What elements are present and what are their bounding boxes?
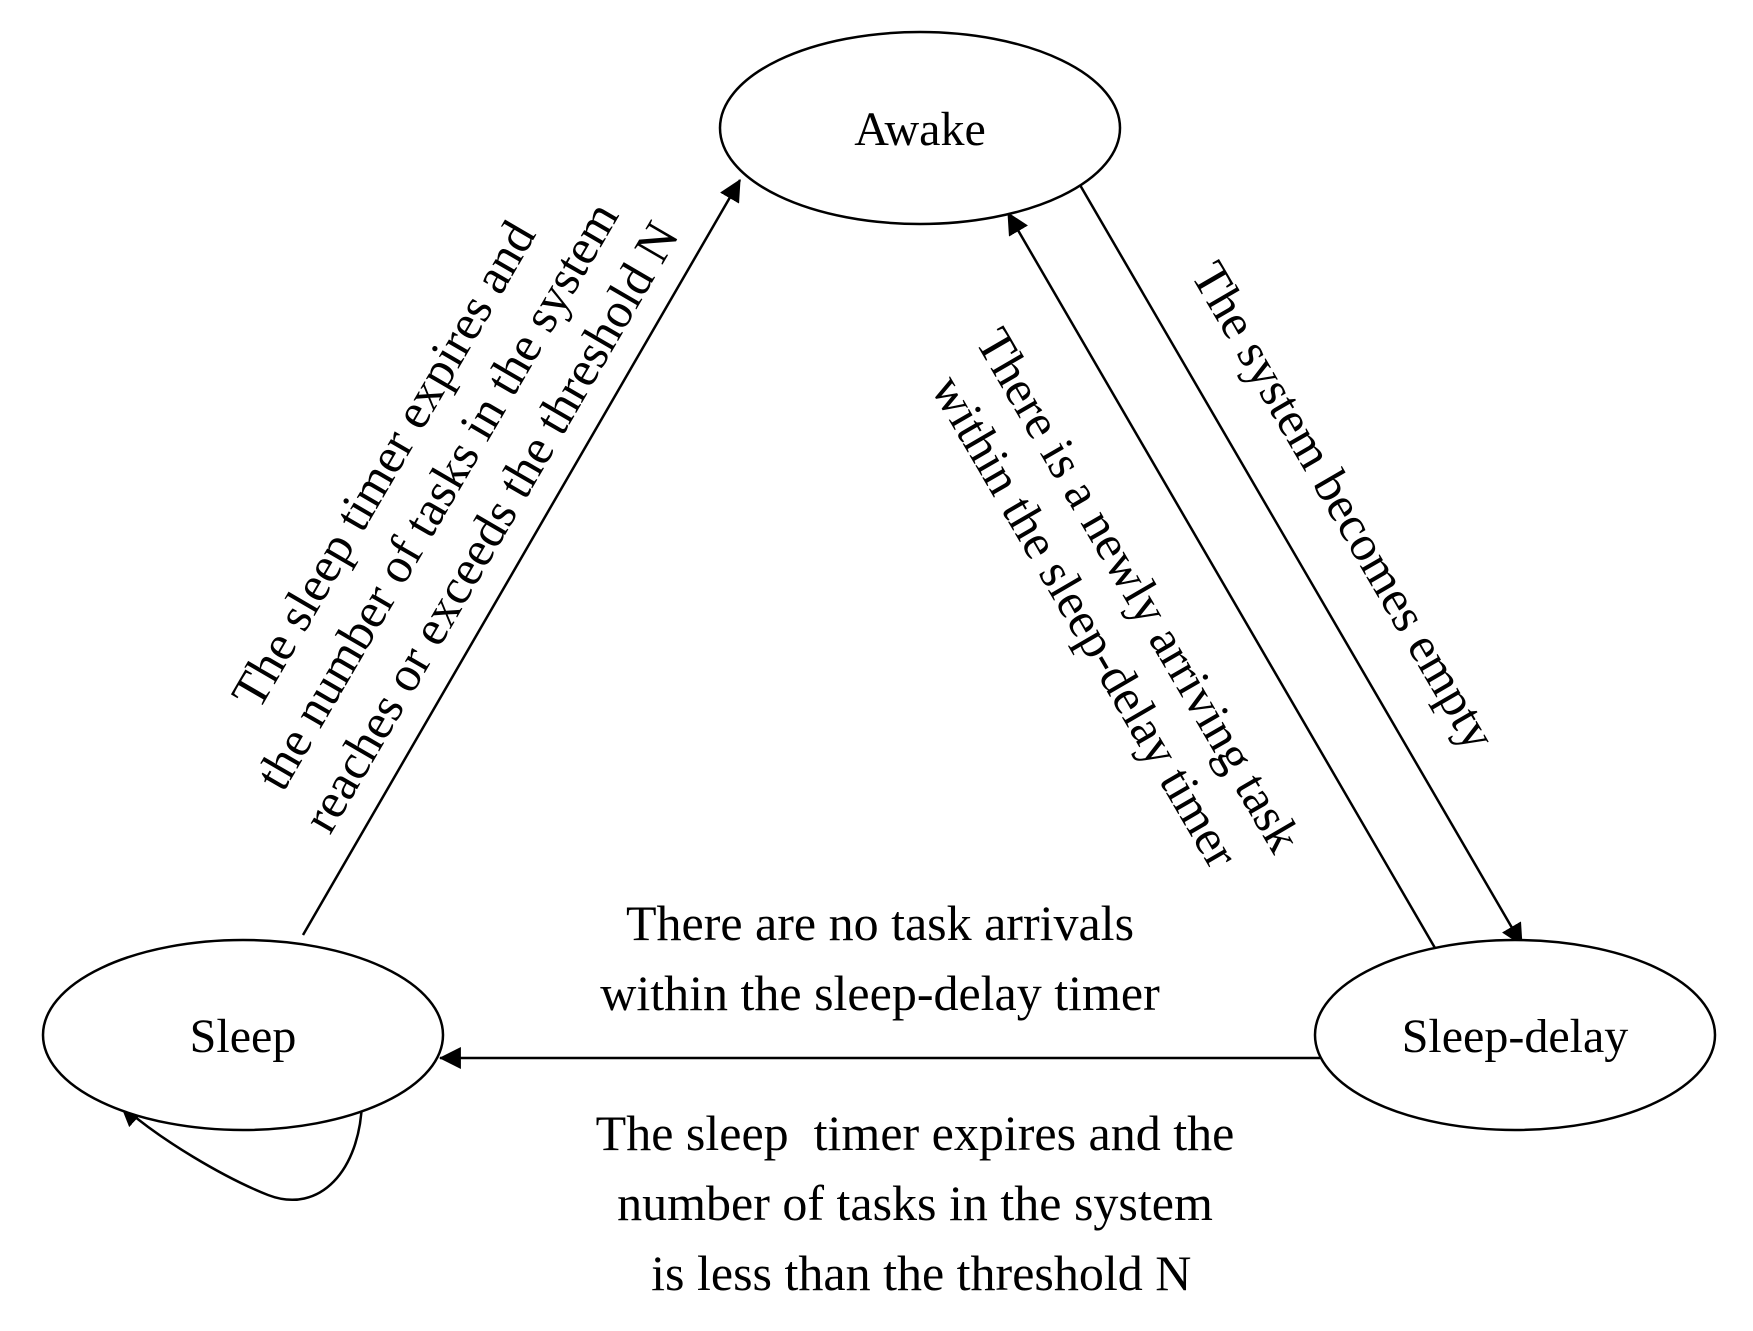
edge-label-sleep-delay-to-sleep: There are no task arrivals within the sl… xyxy=(600,895,1160,1021)
edge-label-sleep-delay-to-sleep-line-2: within the sleep-delay timer xyxy=(600,965,1160,1021)
edge-label-sleep-self-loop-line-2: number of tasks in the system xyxy=(617,1175,1213,1231)
node-sleep-delay[interactable]: Sleep-delay xyxy=(1313,938,1717,1132)
edge-sleep-delay-to-awake xyxy=(1006,212,1437,949)
node-awake-shape xyxy=(718,30,1122,226)
node-sleep-delay-label: Sleep-delay xyxy=(1402,1010,1629,1063)
edge-label-sleep-to-awake-line-2: the number of tasks in the system xyxy=(244,192,629,799)
node-sleep[interactable]: Sleep xyxy=(41,938,445,1132)
edge-label-sleep-delay-to-sleep-line-1: There are no task arrivals xyxy=(626,895,1134,951)
edge-label-awake-to-sleep-delay: The system becomes empty xyxy=(1181,252,1508,759)
edge-label-sleep-delay-to-awake: There is a newly arriving task within th… xyxy=(921,318,1314,877)
edge-label-sleep-self-loop: The sleep timer expires and the number o… xyxy=(596,1105,1235,1301)
node-sleep-shape xyxy=(41,938,445,1132)
edge-label-sleep-self-loop-line-1: The sleep timer expires and the xyxy=(596,1105,1235,1161)
edge-awake-to-sleep-delay xyxy=(1078,184,1524,946)
node-awake[interactable]: Awake xyxy=(718,30,1122,226)
node-sleep-delay-shape xyxy=(1313,938,1717,1132)
node-awake-label: Awake xyxy=(854,103,986,156)
edge-label-awake-to-sleep-delay-line-1: The system becomes empty xyxy=(1181,252,1508,759)
node-sleep-label: Sleep xyxy=(190,1010,297,1063)
edge-sleep-self-loop xyxy=(120,1101,364,1201)
edge-label-sleep-to-awake: The sleep timer expires and the number o… xyxy=(220,192,689,841)
edge-sleep-to-awake xyxy=(301,179,742,936)
edge-label-sleep-self-loop-line-3: is less than the threshold N xyxy=(639,1245,1192,1301)
